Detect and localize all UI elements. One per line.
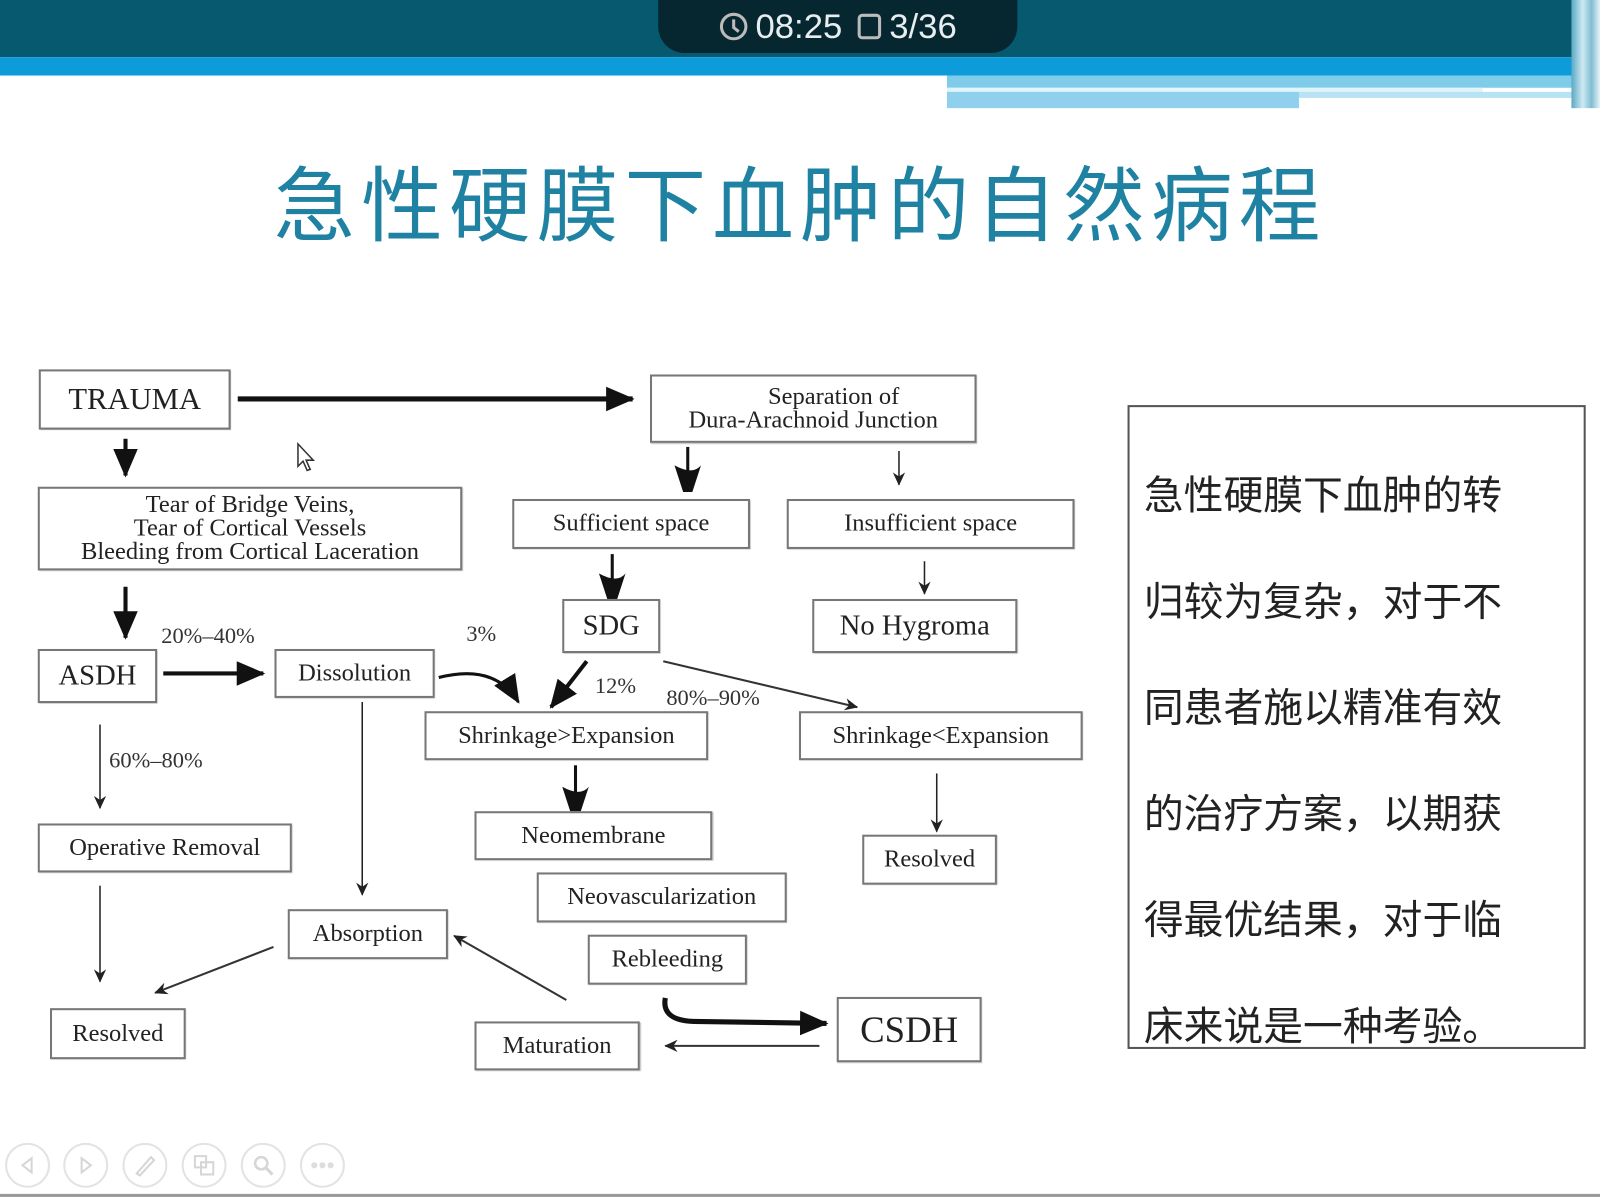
arrow-rebleeding-csdh: [662, 997, 829, 1036]
summary-line: 的治疗方案，以期获: [1143, 791, 1503, 838]
label-3: 3%: [466, 620, 497, 646]
header-stripe: [946, 87, 1483, 92]
summary-line: 归较为复杂，对于不: [1143, 579, 1503, 626]
box-shrinkage-gt-expansion: Shrinkage>Expansion: [424, 711, 709, 761]
diagram-arrows: [93, 386, 943, 1053]
box-separation: Separation of Dura-Arachnoid Junction: [649, 374, 977, 443]
box-rebleeding: Rebleeding: [587, 934, 747, 985]
label-80-90: 80%–90%: [666, 684, 760, 711]
header-stripe: [0, 57, 1600, 76]
box-insufficient-space: Insufficient space: [786, 498, 1075, 549]
box-absorption: Absorption: [287, 909, 448, 960]
mouse-cursor-icon: [297, 441, 316, 472]
summary-line: 同患者施以精准有效: [1143, 685, 1503, 732]
next-slide-button[interactable]: [63, 1142, 109, 1188]
arrow-dissolution-shrinkage: [438, 672, 520, 704]
label-20-40: 20%–40%: [161, 622, 255, 648]
arrow-sdg-shrinkage-lt: [663, 660, 859, 711]
tear-line: Bleeding from Cortical Laceration: [81, 538, 419, 565]
tear-line: Tear of Bridge Veins,: [145, 491, 355, 518]
previous-slide-button[interactable]: [5, 1142, 50, 1188]
box-resolved-right: Resolved: [862, 834, 997, 885]
box-sdg: SDG: [562, 598, 661, 654]
summary-line: 床来说是一种考验。: [1143, 1004, 1503, 1050]
box-shrinkage-lt-expansion: Shrinkage<Expansion: [798, 711, 1083, 761]
separation-line: Separation of: [768, 383, 900, 410]
next-icon: [80, 1156, 93, 1175]
tear-line: Tear of Cortical Vessels: [133, 514, 367, 542]
pen-icon: [135, 1155, 156, 1177]
box-asdh: ASDH: [37, 648, 158, 704]
box-sufficient-space: Sufficient space: [512, 498, 750, 549]
box-tear: Tear of Bridge Veins, Tear of Cortical V…: [37, 486, 463, 571]
label-60-80: 60%–80%: [109, 746, 203, 773]
arrow-maturation-absorption: [453, 934, 567, 1001]
slides-icon: [193, 1155, 215, 1176]
box-neomembrane: Neomembrane: [474, 811, 713, 861]
slides-button[interactable]: [181, 1142, 227, 1188]
box-dissolution: Dissolution: [274, 648, 435, 698]
slide-title: 急性硬膜下血肿的自然病程: [273, 159, 1327, 255]
summary-textbox: 急性硬膜下血肿的转 归较为复杂，对于不 同患者施以精准有效 的治疗方案，以期获 …: [1127, 405, 1586, 1050]
header-stripe: [946, 91, 1299, 109]
header-stripe: [946, 75, 1590, 88]
box-maturation: Maturation: [474, 1021, 640, 1071]
summary-line: 得最优结果，对于临: [1143, 897, 1503, 944]
box-resolved-left: Resolved: [49, 1008, 186, 1060]
box-csdh: CSDH: [836, 996, 982, 1063]
slide-icon: [858, 13, 882, 40]
arrow-absorption-resolved: [154, 945, 274, 995]
header-stripe: [1298, 91, 1590, 98]
clock-icon: [720, 12, 748, 41]
more-button[interactable]: [299, 1142, 345, 1188]
more-icon: [311, 1162, 334, 1169]
elapsed-time: 08:25: [755, 6, 843, 46]
bottom-border: [0, 1193, 1600, 1197]
presentation-status: 08:25 3/36: [658, 0, 1018, 54]
zoom-button[interactable]: [240, 1142, 286, 1188]
slide-counter: 3/36: [889, 6, 957, 46]
summary-line: 急性硬膜下血肿的转: [1143, 473, 1503, 520]
box-no-hygroma: No Hygroma: [812, 598, 1018, 654]
arrow-sdg-shrinkage-gt: [549, 659, 589, 709]
zoom-icon: [253, 1155, 274, 1176]
previous-icon: [20, 1156, 33, 1175]
header-edge: [1571, 0, 1600, 109]
label-12: 12%: [594, 672, 637, 698]
separation-line: Dura-Arachnoid Junction: [688, 406, 939, 434]
box-operative-removal: Operative Removal: [37, 823, 292, 873]
box-trauma: TRAUMA: [38, 369, 231, 430]
box-neovascularization: Neovascularization: [536, 872, 787, 923]
pen-button[interactable]: [122, 1142, 168, 1188]
